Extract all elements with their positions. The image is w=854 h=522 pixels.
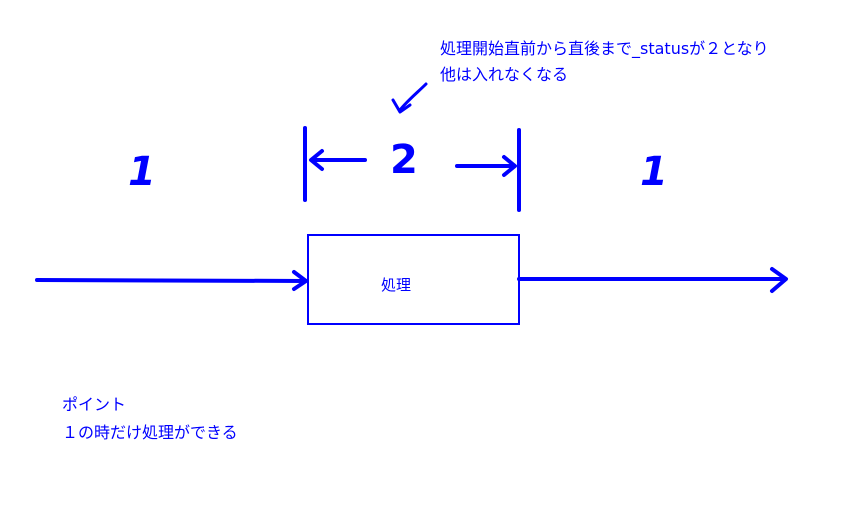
process-box (307, 234, 520, 325)
point-title: ポイント (62, 395, 127, 414)
region-left-label: 1 (128, 149, 156, 195)
output-flow-arrowhead (770, 267, 788, 293)
span-arrow-right-head (502, 155, 517, 177)
annotation-line-1: 処理開始直前から直後まで_statusが２となり (440, 39, 769, 58)
input-flow-arrowhead (292, 270, 308, 291)
callout-arrow (398, 82, 428, 112)
point-body: １の時だけ処理ができる (62, 423, 238, 442)
input-flow-line (35, 278, 307, 283)
region-right-label: 1 (640, 149, 668, 195)
callout-arrowhead (391, 98, 412, 114)
annotation-line-2: 他は入れなくなる (440, 65, 569, 84)
region-middle-label: 2 (390, 137, 418, 183)
span-arrow-left-head (309, 149, 324, 171)
process-label: 処理 (381, 276, 412, 294)
